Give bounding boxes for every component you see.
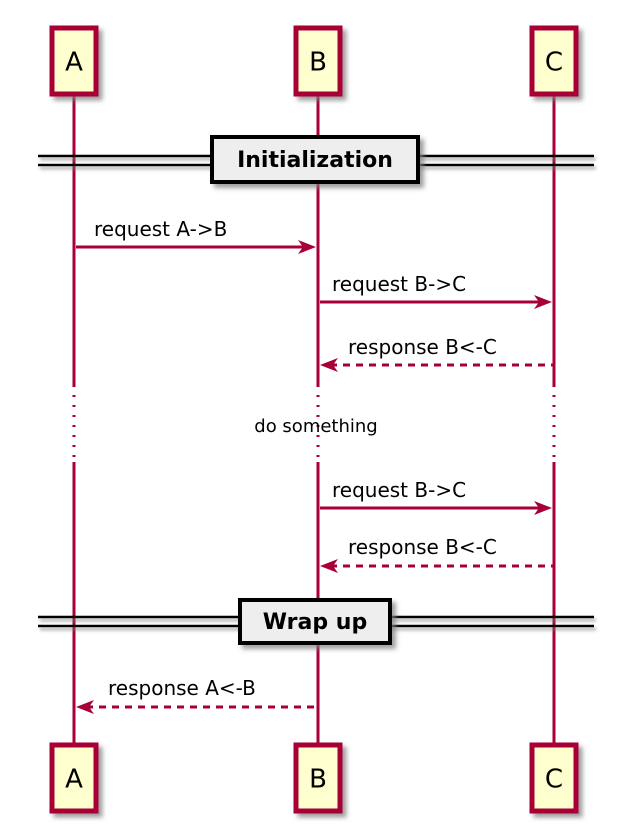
arrowhead-right-icon	[534, 501, 552, 515]
participant-b-bottom-label: B	[309, 765, 327, 795]
participant-a-bottom-label: A	[65, 765, 83, 795]
participant-box-b-top[interactable]: B	[293, 25, 343, 97]
arrowhead-right-icon	[298, 240, 316, 254]
divider-wrap-up-box[interactable]	[238, 598, 392, 645]
message-response-b-from-c-second-label: response B<-C	[348, 535, 497, 559]
message-request-b-to-c-first[interactable]: request B->C	[320, 272, 552, 309]
message-response-b-from-c-first[interactable]: response B<-C	[320, 335, 553, 372]
divider-wrap-up-rule-left	[38, 615, 241, 628]
participant-c-top-rect[interactable]	[529, 25, 579, 97]
arrowhead-right-icon	[534, 295, 552, 309]
participant-box-c-bottom[interactable]: C	[529, 742, 579, 814]
participant-c-bottom-rect[interactable]	[529, 742, 579, 814]
divider-initialization-rule-left	[38, 154, 213, 167]
participant-boxes-top: A B C	[49, 25, 579, 97]
divider-initialization-label: Initialization	[237, 148, 393, 173]
participant-a-top-rect[interactable]	[49, 25, 99, 97]
participant-c-bottom-label: C	[545, 765, 563, 795]
participant-box-a-top[interactable]: A	[49, 25, 99, 97]
arrowhead-left-icon	[76, 700, 94, 714]
divider-initialization-rule-right	[417, 154, 594, 167]
participant-boxes-bottom: A B C	[49, 742, 579, 814]
divider-wrap-up[interactable]: Wrap up	[38, 598, 594, 645]
divider-initialization-box[interactable]	[210, 135, 420, 184]
message-request-b-to-c-second-label: request B->C	[332, 478, 466, 502]
message-response-a-from-b-label: response A<-B	[108, 676, 256, 700]
participant-box-b-bottom[interactable]: B	[293, 742, 343, 814]
participant-a-top-label: A	[65, 48, 83, 78]
message-request-b-to-c-second[interactable]: request B->C	[320, 478, 552, 515]
delay-do-something-label: do something	[254, 416, 377, 437]
message-response-a-from-b[interactable]: response A<-B	[76, 676, 317, 714]
message-response-b-from-c-first-label: response B<-C	[348, 335, 497, 359]
message-request-a-to-b[interactable]: request A->B	[76, 217, 316, 254]
divider-wrap-up-label: Wrap up	[263, 610, 367, 635]
participant-c-top-label: C	[545, 48, 563, 78]
divider-initialization[interactable]: Initialization	[38, 135, 594, 184]
arrowhead-left-icon	[320, 559, 338, 573]
participant-b-bottom-rect[interactable]	[293, 742, 343, 814]
participant-b-top-rect[interactable]	[293, 25, 343, 97]
arrowhead-left-icon	[320, 358, 338, 372]
message-request-b-to-c-first-label: request B->C	[332, 272, 466, 296]
divider-wrap-up-rule-right	[389, 615, 594, 628]
participant-box-c-top[interactable]: C	[529, 25, 579, 97]
message-request-a-to-b-label: request A->B	[94, 217, 227, 241]
participant-b-top-label: B	[309, 48, 327, 78]
participant-a-bottom-rect[interactable]	[49, 742, 99, 814]
message-response-b-from-c-second[interactable]: response B<-C	[320, 535, 553, 573]
delay-do-something: do something	[254, 416, 377, 437]
participant-box-a-bottom[interactable]: A	[49, 742, 99, 814]
